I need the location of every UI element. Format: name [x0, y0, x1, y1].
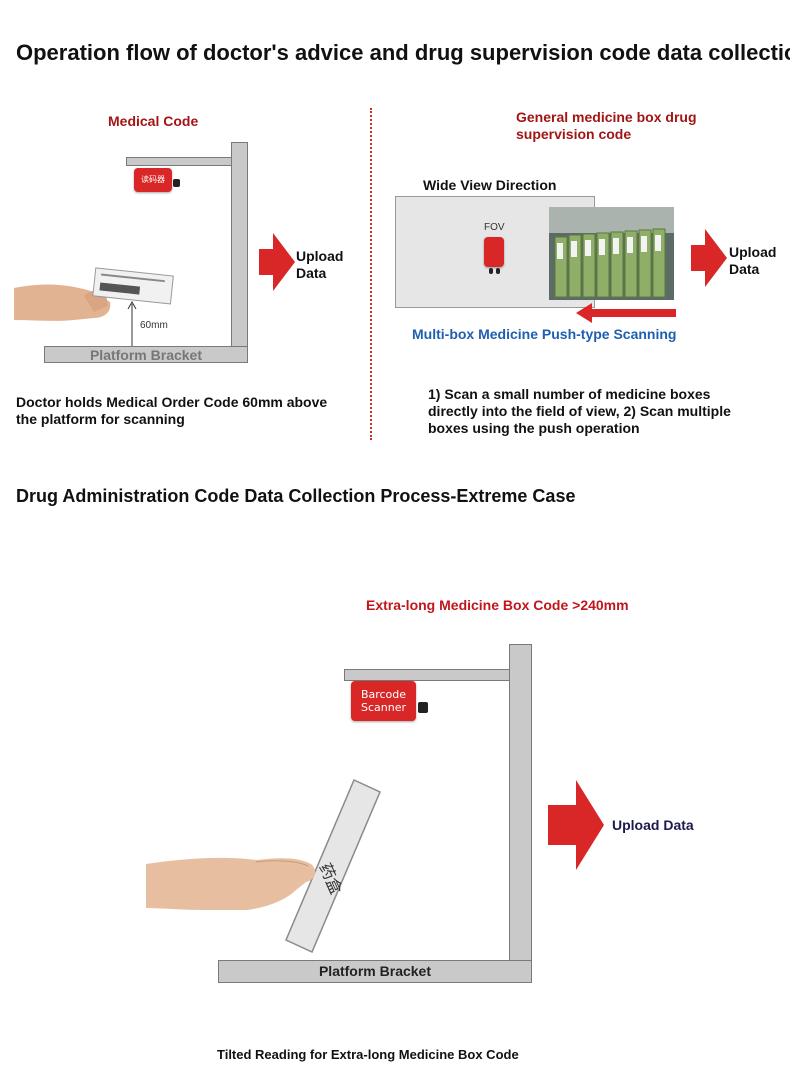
section2-caption: Tilted Reading for Extra-long Medicine B…: [217, 1046, 519, 1063]
section2-title: Drug Administration Code Data Collection…: [16, 486, 575, 507]
bracket-top-arm: [126, 157, 248, 166]
label-line-2: supervision code: [516, 126, 697, 143]
section-divider: [370, 108, 372, 440]
platform-bracket-label: Platform Bracket: [45, 348, 247, 362]
fov-scanner: [484, 237, 504, 267]
bracket-top-arm-2: [344, 669, 532, 681]
caption-line-3: boxes using the push operation: [428, 420, 731, 437]
scanner-lens: [173, 179, 180, 187]
fov-scanner-lens-1: [489, 268, 493, 274]
caption-line-1: 1) Scan a small number of medicine boxes: [428, 386, 731, 403]
platform-bracket: Platform Bracket: [44, 346, 248, 363]
label-line-1: General medicine box drug: [516, 109, 697, 126]
extra-long-label: Extra-long Medicine Box Code >240mm: [366, 597, 629, 613]
right-caption: 1) Scan a small number of medicine boxes…: [428, 386, 731, 437]
wide-view-label: Wide View Direction: [423, 177, 556, 193]
fov-scanner-lens-2: [496, 268, 500, 274]
upload-line-1: Upload: [729, 244, 776, 261]
left-caption: Doctor holds Medical Order Code 60mm abo…: [16, 394, 346, 428]
scanner-lens-2: [418, 702, 428, 713]
distance-label: 60mm: [140, 320, 168, 331]
platform-bracket-label-2: Platform Bracket: [219, 964, 531, 978]
push-direction-arrow: [576, 303, 676, 323]
scanner-line-2: Scanner: [351, 701, 416, 714]
scanner-line-1: Barcode: [351, 688, 416, 701]
upload-line-1: Upload: [296, 248, 343, 265]
barcode-scanner: 读码器: [134, 168, 172, 192]
barcode-scanner-2: Barcode Scanner: [351, 681, 416, 721]
scanner-label-2: Barcode Scanner: [351, 688, 416, 714]
upload-line-2: Data: [729, 261, 776, 278]
caption-line-2: directly into the field of view, 2) Scan…: [428, 403, 731, 420]
upload-data-right: Upload Data: [729, 244, 776, 278]
upload-data-2: Upload Data: [612, 817, 694, 834]
hand-holding-box: [146, 852, 326, 918]
upload-arrow-right: [691, 229, 727, 287]
upload-arrow-2: [548, 780, 604, 870]
fov-label: FOV: [484, 222, 505, 233]
upload-arrow-left: [259, 233, 295, 291]
scanner-label: 读码器: [134, 174, 172, 186]
push-scanning-label: Multi-box Medicine Push-type Scanning: [412, 326, 676, 342]
platform-bracket-2: Platform Bracket: [218, 960, 532, 983]
upload-line-2: Data: [296, 265, 343, 282]
bracket-post-2: [509, 644, 532, 962]
drug-supervision-code-label: General medicine box drug supervision co…: [516, 109, 697, 143]
medicine-boxes-photo: [549, 207, 674, 300]
page-title: Operation flow of doctor's advice and dr…: [16, 40, 790, 66]
medical-code-label: Medical Code: [108, 113, 198, 129]
upload-data-left: Upload Data: [296, 248, 343, 282]
bracket-post: [231, 142, 248, 351]
